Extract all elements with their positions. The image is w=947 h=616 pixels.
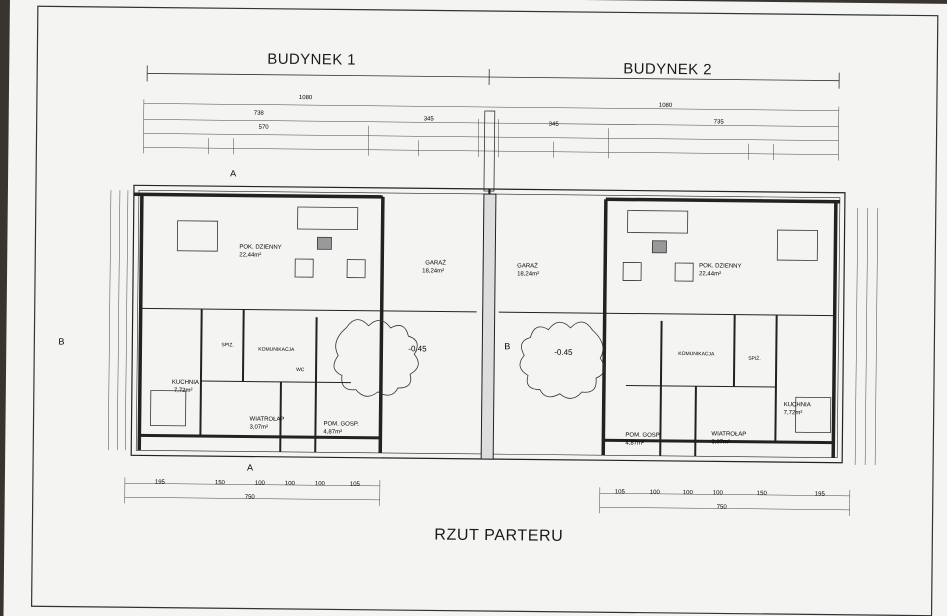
level-right: -0.45 (554, 347, 573, 357)
room-label-left-garage: GARAŻ (425, 260, 446, 267)
room-label-right-pantry: SPIŻ. (748, 355, 761, 362)
room-area-left-kitchen: 7,72m² (173, 387, 193, 394)
dim-row2-left: 738 (253, 110, 264, 117)
level-left: -0.45 (408, 344, 427, 354)
room-label-right-garage: GARAŻ (517, 263, 538, 270)
room-area-right-vestibule: 3,07m² (711, 439, 731, 446)
room-label-left-wc: WC (296, 367, 305, 374)
dim-row3-left-b: 345 (423, 116, 434, 123)
dim-bottom-left-1: 195 (154, 479, 165, 486)
section-mark-b-left: B (58, 336, 65, 347)
room-label-left-pantry: SPIŻ. (221, 342, 234, 349)
section-mark-a-top: A (230, 168, 237, 179)
party-wall (480, 193, 497, 460)
furniture-building-2 (622, 210, 832, 434)
dim-row2-right: 735 (713, 119, 724, 126)
room-area-left-vestibule: 3,07m² (249, 424, 269, 431)
room-area-left-utility: 4,87m² (323, 429, 343, 436)
room-area-left-garage: 18,24m² (422, 268, 445, 275)
room-label-left-kitchen: KUCHNIA (171, 379, 199, 386)
dim-bottom-left-2: 150 (214, 480, 225, 487)
side-dimension-chains (107, 190, 879, 466)
room-label-right-utility: POM. GOSP. (625, 432, 661, 439)
dim-total-right: 1080 (658, 102, 673, 109)
dim-bottom-left-6: 105 (349, 481, 360, 488)
room-label-right-kitchen: KUCHNIA (783, 402, 811, 409)
dim-bottom-right-total: 750 (716, 504, 727, 511)
room-area-right-kitchen: 7,72m² (783, 410, 803, 417)
room-label-right-vestibule: WIATROŁAP (711, 431, 747, 438)
page-frame (30, 5, 939, 616)
dim-bottom-left-5: 100 (314, 481, 325, 488)
building-2-heading: BUDYNEK 2 (623, 60, 712, 79)
top-dimension-chains (143, 99, 840, 161)
section-mark-a-bottom: A (247, 462, 254, 473)
section-mark-b-mid: B (504, 341, 511, 352)
paper: BUDYNEK 1 BUDYNEK 2 RZUT PARTERU 1080 10… (3, 0, 947, 616)
dim-bottom-left-3: 100 (254, 480, 265, 487)
room-label-left-living: POK. DZIENNY (239, 244, 282, 251)
dim-row3-right-a: 345 (548, 121, 559, 128)
drawing-title: RZUT PARTERU (434, 526, 564, 545)
room-label-left-vestibule: WIATROŁAP (249, 416, 285, 423)
building-1-heading: BUDYNEK 1 (267, 50, 357, 69)
bottom-dimension-chains (124, 477, 851, 516)
garage-doors (333, 319, 605, 399)
dim-bottom-left-total: 750 (244, 494, 255, 501)
dim-bottom-right-1: 105 (614, 489, 625, 496)
room-label-left-hall: KOMUNIKACJA (258, 346, 295, 353)
furniture-building-1 (150, 206, 366, 427)
room-label-right-hall: KOMUNIKACJA (678, 351, 715, 358)
dim-bottom-right-3: 100 (682, 490, 693, 497)
heading-dimension-line (146, 65, 840, 89)
dim-bottom-right-2: 100 (649, 489, 660, 496)
building-1-walls (130, 184, 490, 460)
room-area-right-garage: 18,24m² (517, 271, 540, 278)
room-area-right-utility: 4,87m² (625, 440, 645, 447)
dim-row3-left-a: 570 (258, 124, 269, 131)
dim-total-left: 1080 (298, 95, 313, 102)
floor-plan-drawing (30, 5, 939, 616)
room-label-right-living: POK. DZIENNY (699, 263, 742, 270)
dim-bottom-right-4: 100 (712, 490, 723, 497)
dim-bottom-right-6: 195 (814, 491, 825, 498)
dim-bottom-right-5: 150 (756, 490, 767, 497)
dim-bottom-left-4: 100 (284, 480, 295, 488)
room-label-left-utility: POM. GOSP. (323, 421, 359, 428)
room-area-right-living: 22,44m² (699, 271, 722, 278)
room-area-left-living: 22,44m² (239, 252, 262, 259)
